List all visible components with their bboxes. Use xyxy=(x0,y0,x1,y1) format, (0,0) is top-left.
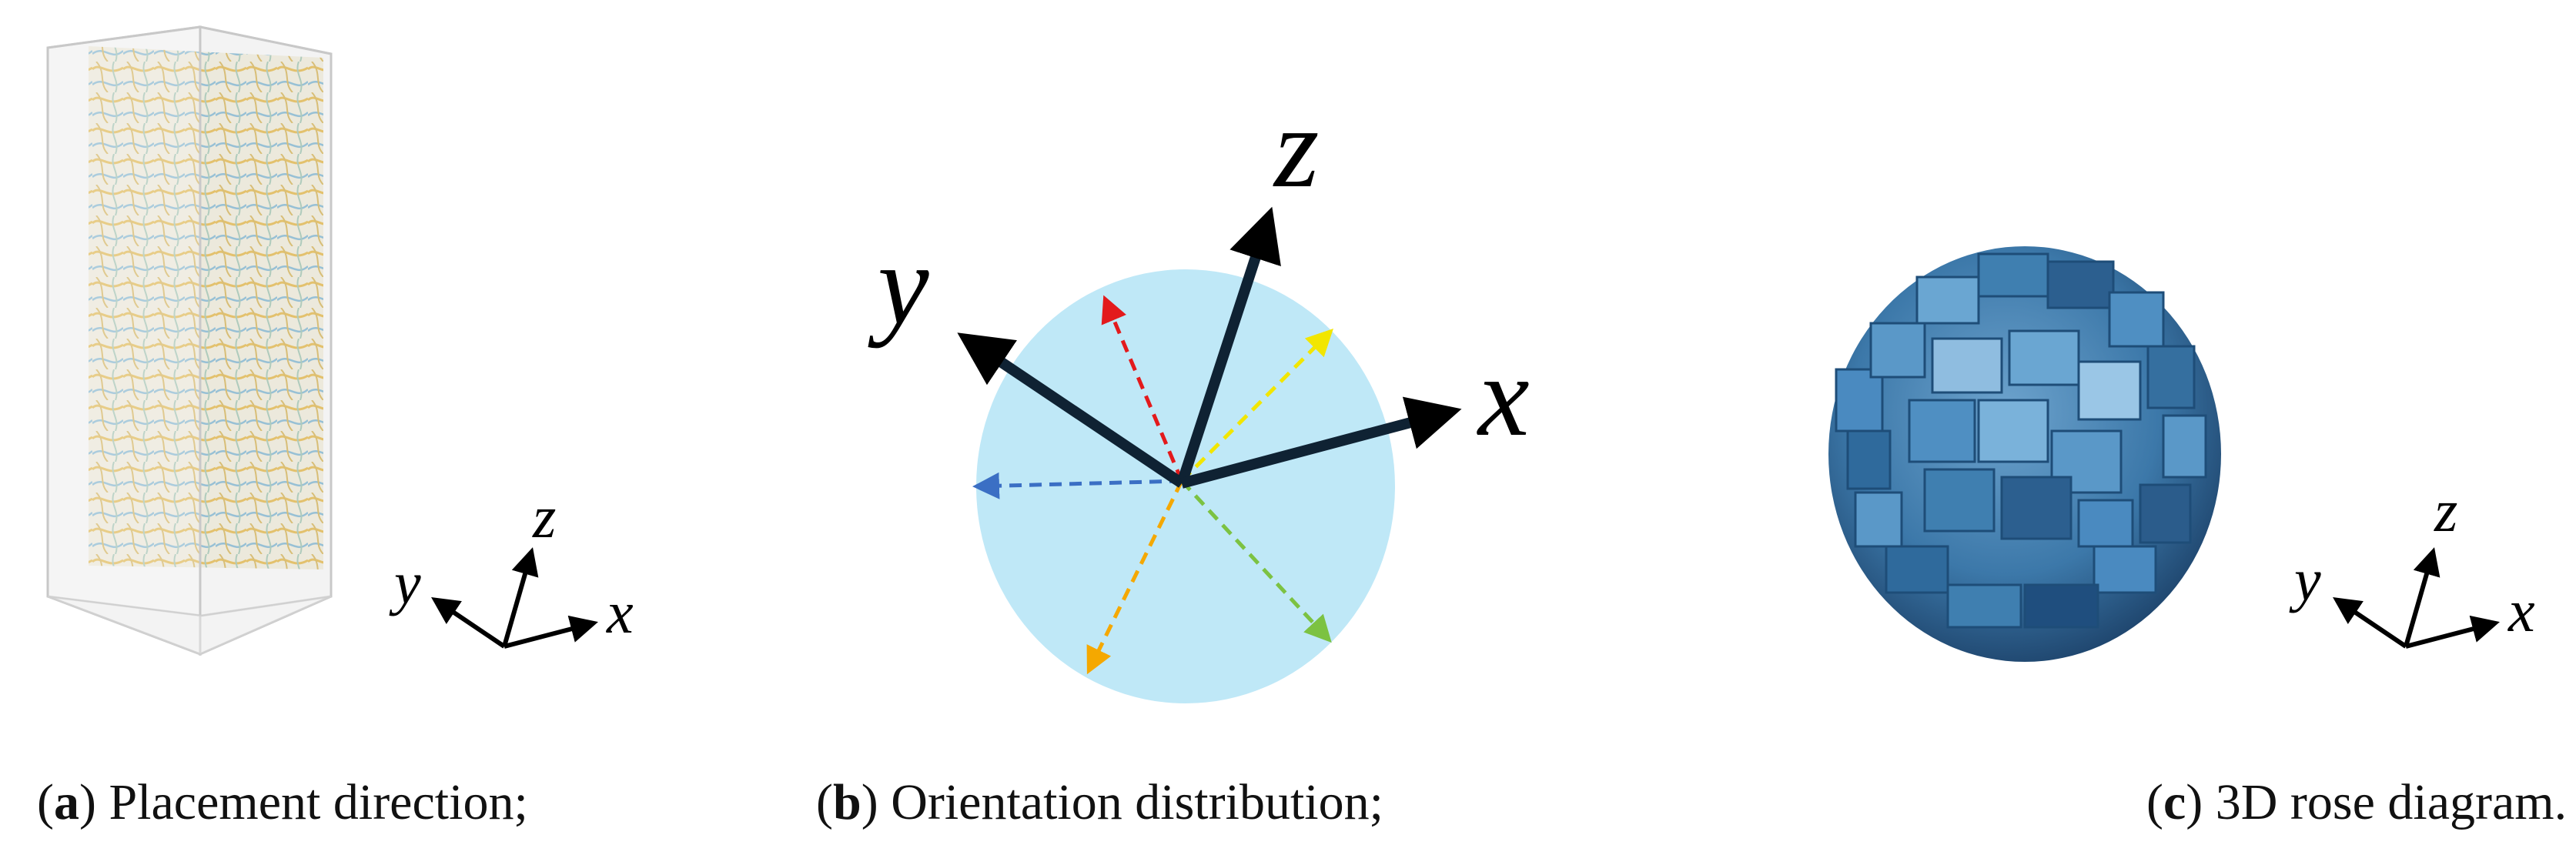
panel-b: z x y xyxy=(868,84,1530,703)
caption-c-text: 3D rose diagram. xyxy=(2215,774,2568,830)
x-axis-arrow xyxy=(1180,396,1462,489)
z-axis-label: z xyxy=(1273,84,1319,212)
x-axis-label: x xyxy=(1477,332,1530,460)
fiber-specimen-box xyxy=(46,25,333,656)
orientation-arrow-yellow xyxy=(1180,329,1333,483)
z-axis-arrow xyxy=(1176,206,1281,486)
orientation-arrow-orange xyxy=(1086,479,1184,675)
z-axis-label: z xyxy=(2434,477,2457,544)
caption-c: (c) 3D rose diagram. xyxy=(2146,774,2568,830)
axis-triad-b xyxy=(957,206,1462,489)
caption-b-text: Orientation distribution; xyxy=(891,774,1383,830)
panel-a: z x y xyxy=(46,25,634,656)
rose-petals xyxy=(1835,252,2207,629)
x-axis-arrow xyxy=(503,615,598,649)
z-axis-label: z xyxy=(532,483,556,550)
axis-triad-c: z x y xyxy=(2289,477,2535,649)
orientation-arrow-blue xyxy=(972,472,1183,499)
y-axis-label: y xyxy=(2289,546,2321,613)
orientation-arrow-green xyxy=(1180,479,1332,643)
caption-a-label: a xyxy=(53,774,79,830)
x-axis-label: x xyxy=(2507,577,2535,644)
caption-b: (b) Orientation distribution; xyxy=(816,774,1383,830)
rose-diagram-sphere xyxy=(1828,246,2221,662)
fiber-orientation-arrows xyxy=(972,295,1333,675)
y-axis-label: y xyxy=(868,221,929,349)
x-axis-arrow xyxy=(2405,615,2500,649)
axis-triad-a: z x y xyxy=(389,483,634,649)
x-axis-label: x xyxy=(606,579,634,646)
caption-c-label: c xyxy=(2163,774,2186,830)
panel-c: z x y xyxy=(1828,246,2535,662)
y-axis-label: y xyxy=(389,549,421,616)
caption-b-label: b xyxy=(832,774,861,830)
orientation-arrow-red xyxy=(1101,295,1184,482)
z-axis-arrow xyxy=(502,547,539,647)
caption-a-text: Placement direction; xyxy=(109,774,528,830)
caption-a: (a) Placement direction; xyxy=(37,774,528,830)
y-axis-arrow xyxy=(431,596,506,649)
z-axis-arrow xyxy=(2404,547,2441,647)
y-axis-arrow xyxy=(2333,596,2407,649)
y-axis-arrow xyxy=(957,332,1185,488)
